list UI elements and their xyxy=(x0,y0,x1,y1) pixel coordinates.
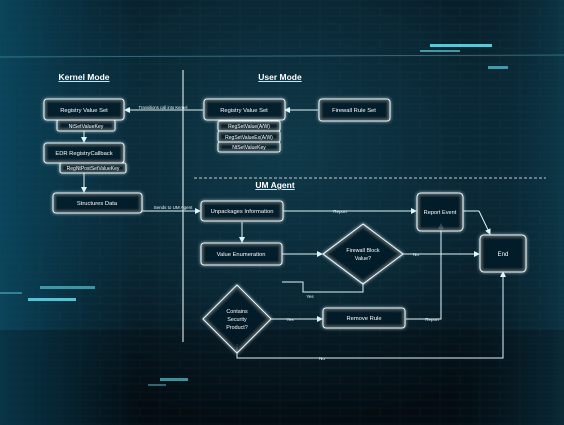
regntpostsetvaluekey-label: RegNtPostSetValueKey xyxy=(67,166,120,172)
sends-to-agent-label: Sends to UM Agent xyxy=(154,205,194,210)
edge-report-to-end-b xyxy=(478,210,491,235)
security-product-label-3: Product? xyxy=(226,325,248,331)
structures-data-box xyxy=(52,192,143,214)
end-label: End xyxy=(498,252,509,258)
ntsetvaluekey-user-label: NtSetValueKey xyxy=(232,145,266,151)
report-label-1: Report xyxy=(333,209,347,214)
report-label-2: Report xyxy=(425,317,439,322)
um-agent-title: UM Agent xyxy=(255,180,295,190)
firewall-rule-set-label: Firewall Rule Set xyxy=(332,108,376,114)
unpackages-information-box xyxy=(200,200,284,222)
node-shapes xyxy=(43,98,527,354)
no-label-2: No xyxy=(319,356,325,361)
edge-report-2 xyxy=(406,223,444,320)
report-event-label: Report Event xyxy=(424,210,457,216)
firewall-rule-set-box xyxy=(318,98,391,122)
remove-rule-box xyxy=(322,307,406,329)
registry-value-set-user-label: Registry Value Set xyxy=(220,108,268,114)
security-product-label-1: Contains xyxy=(226,309,248,315)
security-product-decision xyxy=(202,284,272,354)
user-mode-title: User Mode xyxy=(258,72,302,82)
regntpostsetvaluekey-box xyxy=(59,162,127,174)
edr-registry-callback-label: EDR RegistryCallback xyxy=(55,151,112,157)
transitions-label: Transitions call into Kernel xyxy=(139,105,188,110)
regsetvalueex-label: RegSetValueEx(A/W) xyxy=(225,135,273,141)
firewall-block-label-1: Firewall Block xyxy=(346,248,380,254)
no-label-1: No xyxy=(413,252,419,257)
yes-label-1: Yes xyxy=(306,294,314,299)
regsetvalue-label: RegSetValue(A/W) xyxy=(228,124,270,130)
ntsetvaluekey-kernel-box xyxy=(56,119,116,132)
firewall-block-decision xyxy=(322,223,404,285)
report-event-box xyxy=(416,192,464,232)
ntsetvaluekey-kernel-label: NtSetValueKey xyxy=(69,124,104,130)
remove-rule-label: Remove Rule xyxy=(346,316,381,322)
security-product-label-2: Security xyxy=(227,317,247,323)
unpackages-information-label: Unpackages Information xyxy=(211,209,274,215)
registry-value-set-user-box xyxy=(203,98,286,121)
structures-data-label: Structures Data xyxy=(77,201,118,207)
end-box xyxy=(479,234,527,273)
value-enumeration-label: Value Enumeration xyxy=(217,252,266,258)
yes-label-2: Yes xyxy=(286,317,294,322)
registry-value-set-kernel-label: Registry Value Set xyxy=(60,108,108,114)
firewall-block-label-2: Value? xyxy=(355,256,371,262)
node-labels: Registry Value Set NtSetValueKey EDR Reg… xyxy=(55,108,508,331)
value-enumeration-box xyxy=(200,242,283,266)
kernel-mode-title: Kernel Mode xyxy=(58,72,109,82)
ntsetvaluekey-user-box xyxy=(217,141,281,153)
edge-yes-1 xyxy=(282,281,364,293)
